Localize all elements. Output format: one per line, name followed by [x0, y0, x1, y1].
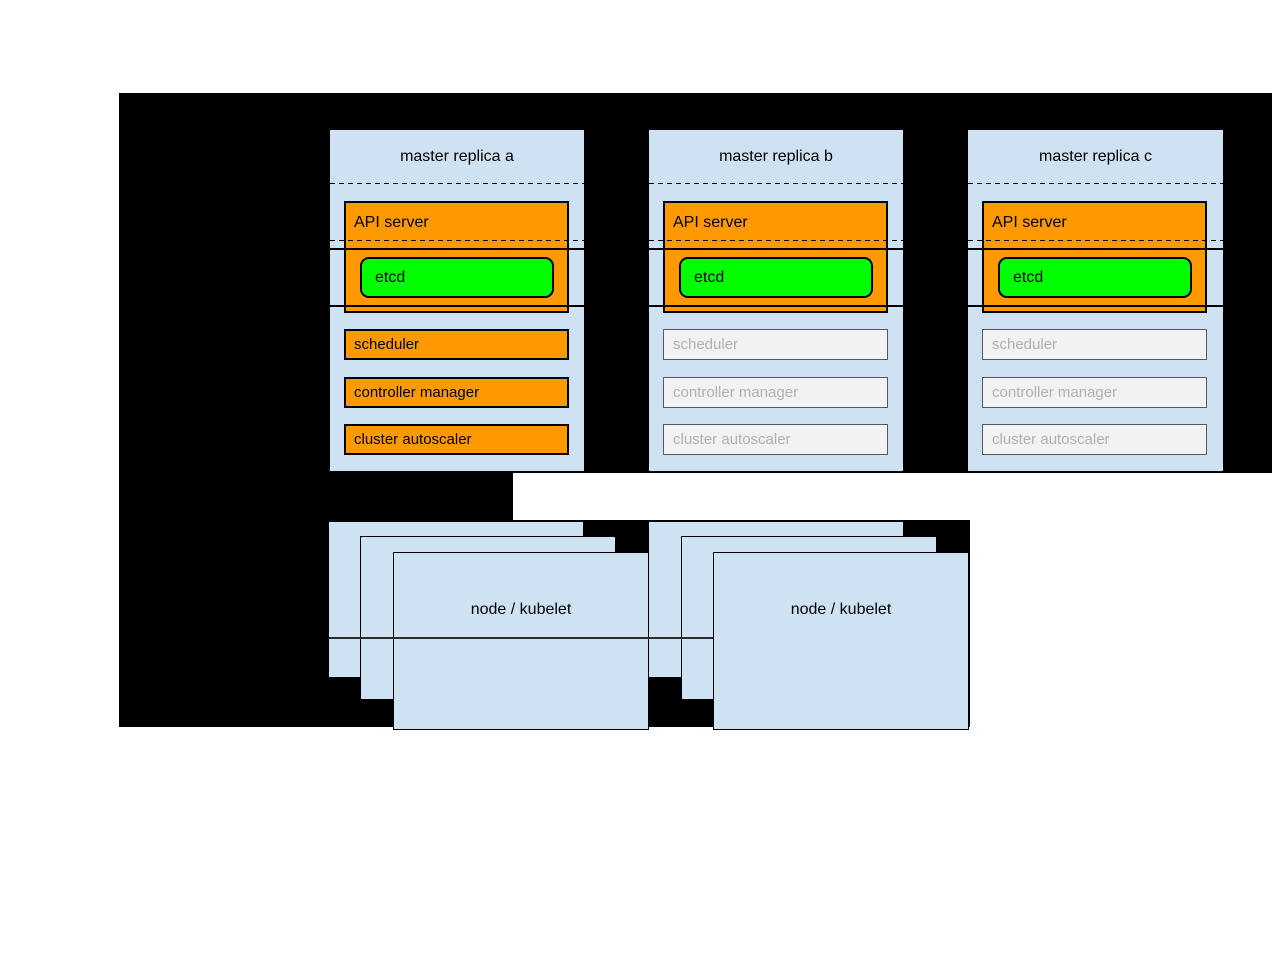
- master-replica-title: master replica a: [400, 147, 514, 165]
- cluster-autoscaler-box: cluster autoscaler: [344, 424, 569, 455]
- cluster-autoscaler-box: cluster autoscaler: [982, 424, 1207, 455]
- divider-dashed: [968, 240, 1223, 241]
- scheduler-box: scheduler: [663, 329, 888, 360]
- divider-solid: [968, 248, 1223, 250]
- divider-solid: [968, 305, 1223, 307]
- controller-manager-box: controller manager: [344, 377, 569, 408]
- controller-manager-box: controller manager: [663, 377, 888, 408]
- api-server-label: API server: [992, 214, 1067, 231]
- node-box: node / kubelet: [393, 552, 649, 730]
- divider-dashed: [330, 240, 584, 241]
- api-server-label: API server: [354, 214, 429, 231]
- divider-solid: [330, 248, 584, 250]
- cluster-autoscaler-box: cluster autoscaler: [663, 424, 888, 455]
- divider-dashed: [649, 183, 903, 184]
- master-replica-c-box: master replica c API server etcd schedul…: [967, 129, 1224, 472]
- divider-solid: [330, 305, 584, 307]
- divider-dashed: [330, 183, 584, 184]
- node-label: node / kubelet: [790, 601, 892, 618]
- master-replica-title: master replica c: [1039, 147, 1152, 165]
- node-connector-line: [329, 637, 713, 639]
- etcd-box: etcd: [998, 257, 1192, 298]
- scheduler-box: scheduler: [982, 329, 1207, 360]
- divider-dashed: [968, 183, 1223, 184]
- controller-manager-box: controller manager: [982, 377, 1207, 408]
- node-box: node / kubelet: [713, 552, 969, 730]
- divider-solid: [649, 248, 903, 250]
- scheduler-box: scheduler: [344, 329, 569, 360]
- api-server-label: API server: [673, 214, 748, 231]
- divider-solid: [649, 305, 903, 307]
- node-label: node / kubelet: [470, 601, 572, 618]
- etcd-box: etcd: [679, 257, 873, 298]
- master-replica-title: master replica b: [719, 147, 833, 165]
- master-replica-b-box: master replica b API server etcd schedul…: [648, 129, 904, 472]
- etcd-box: etcd: [360, 257, 554, 298]
- black-backdrop-strip: [119, 473, 513, 520]
- divider-dashed: [649, 240, 903, 241]
- master-replica-a-box: master replica a API server etcd schedul…: [329, 129, 585, 472]
